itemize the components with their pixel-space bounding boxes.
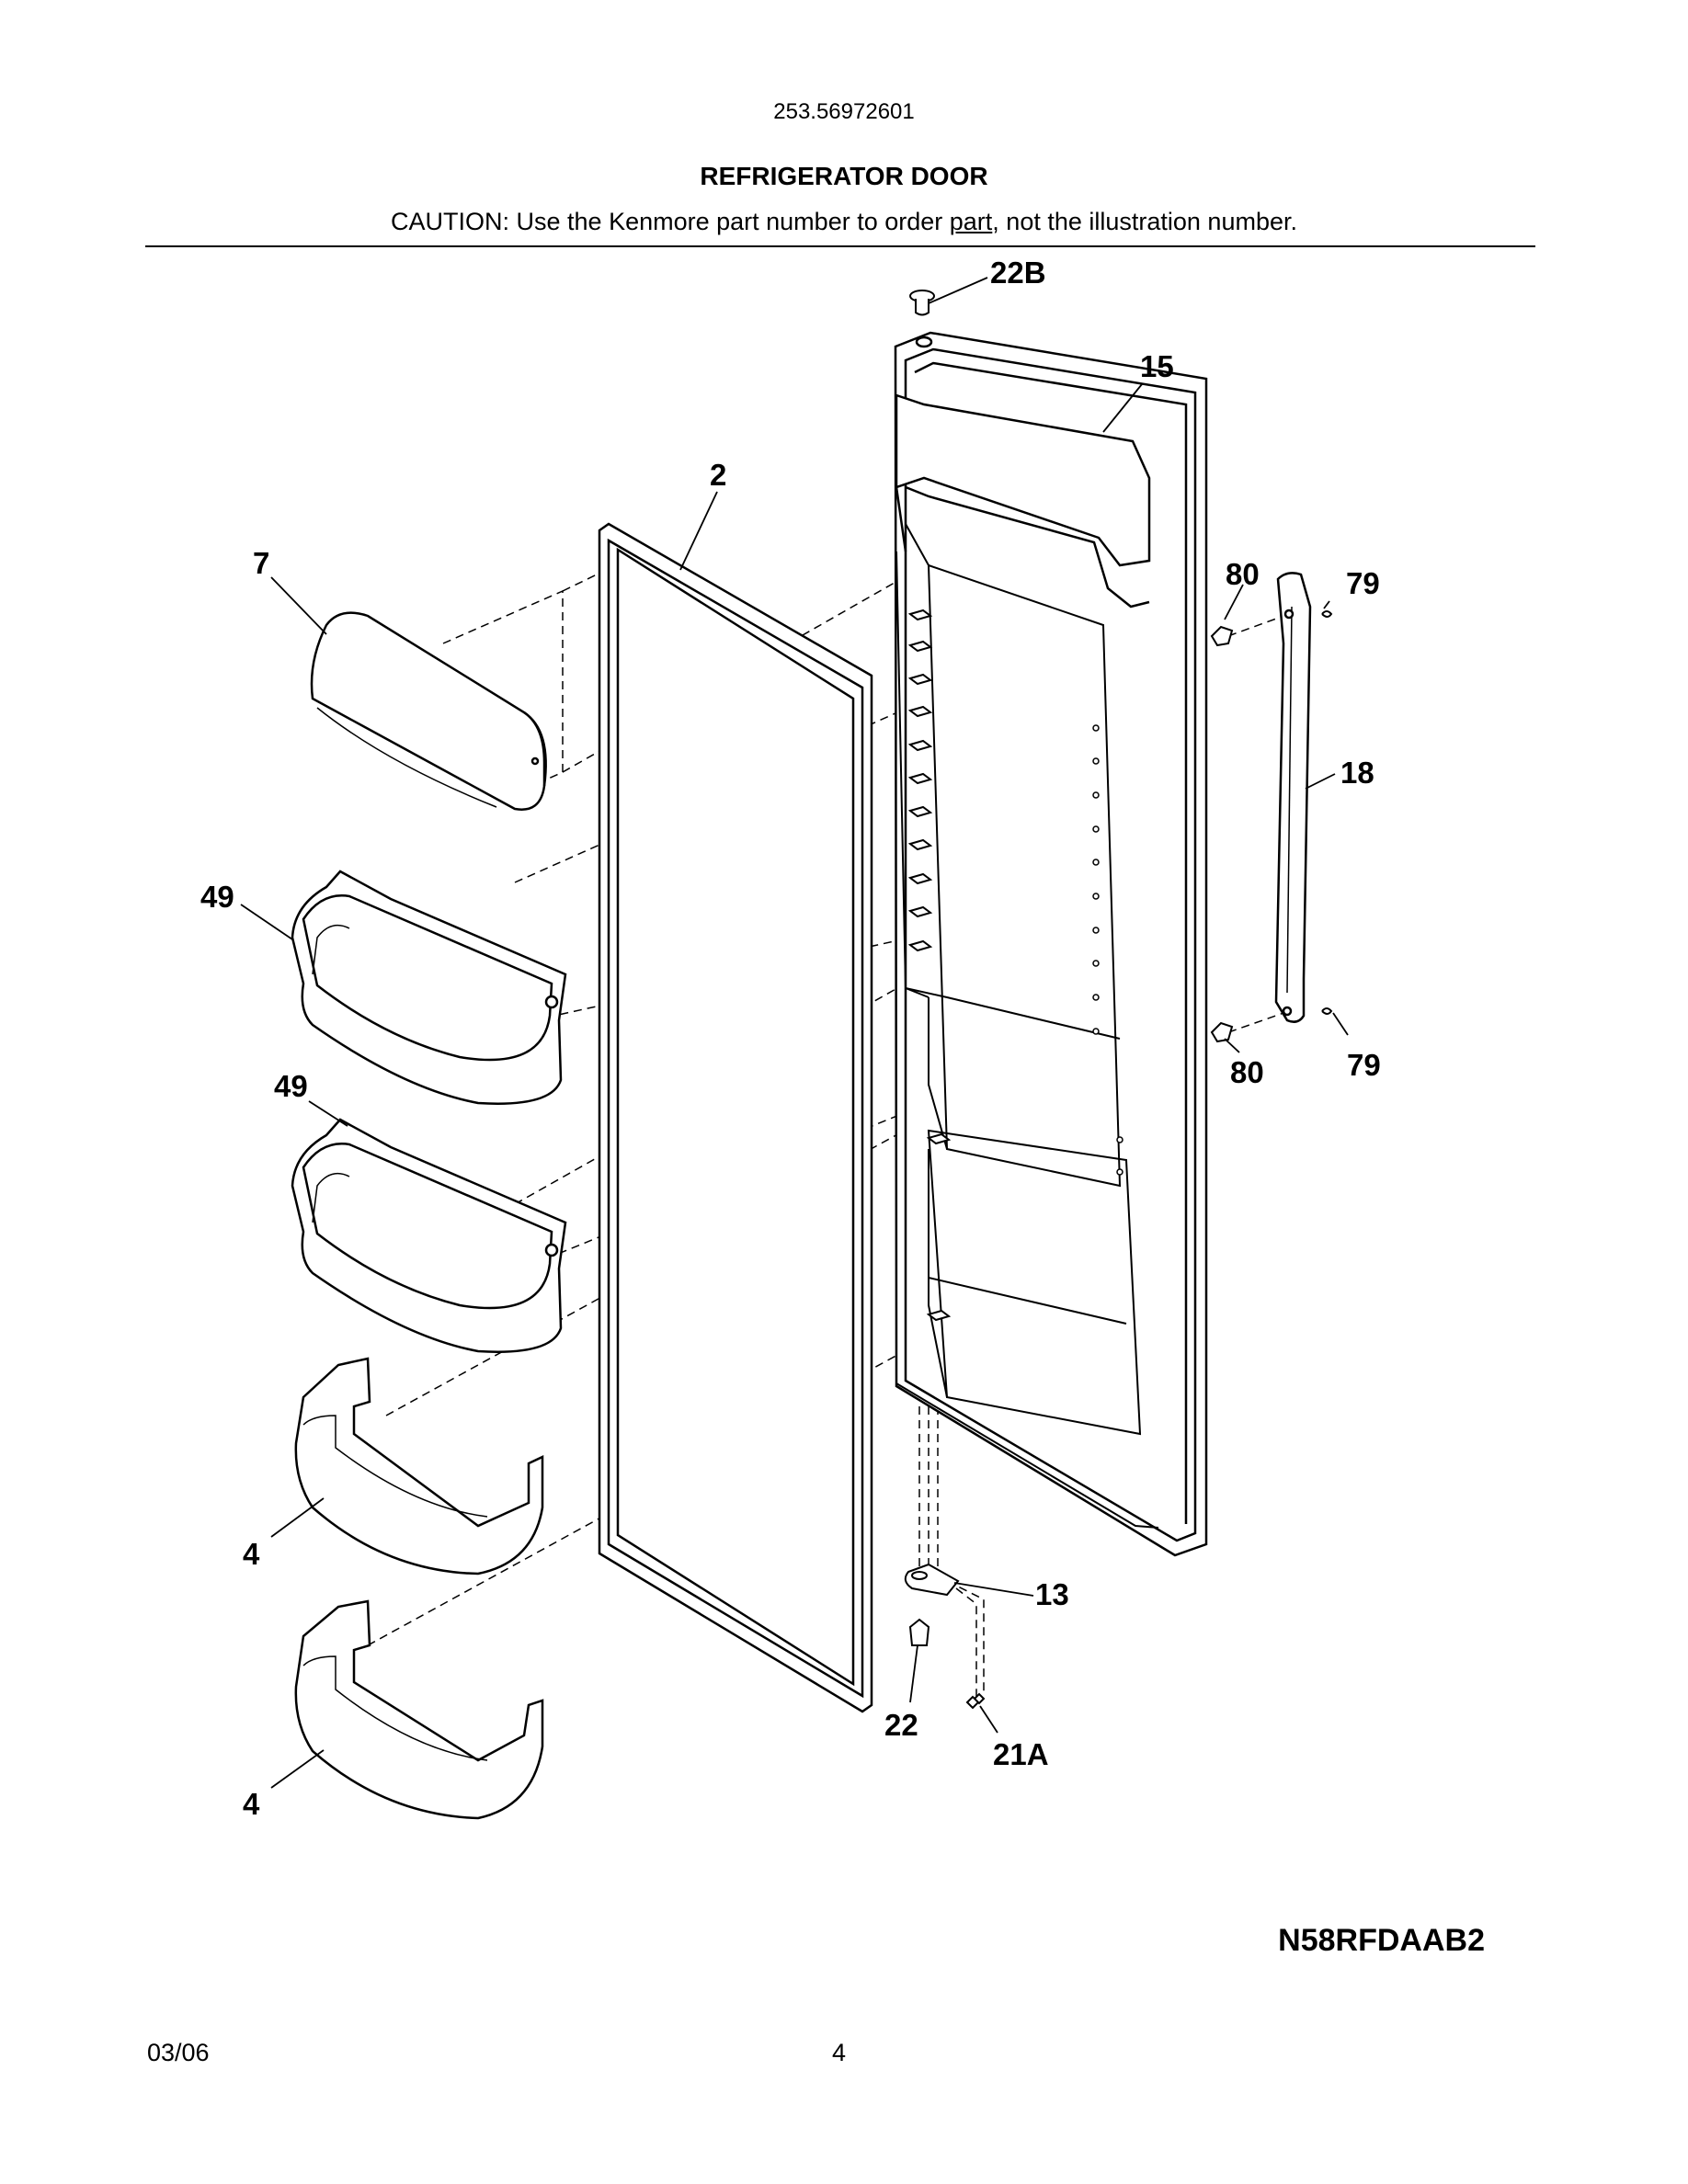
liner-holes <box>1092 724 1123 1176</box>
page-number: 4 <box>832 2039 847 2066</box>
callout-2: 2 <box>710 458 726 492</box>
leader-lines <box>240 277 1349 1789</box>
callout-21a: 21A <box>993 1737 1049 1771</box>
door-shelf-lower-b <box>294 1599 544 1820</box>
callout-79-bottom: 79 <box>1347 1048 1381 1082</box>
callout-13: 13 <box>1035 1577 1069 1611</box>
callout-15: 15 <box>1140 349 1174 383</box>
callout-18: 18 <box>1340 756 1374 790</box>
diagram-code: N58RFDAAB2 <box>1278 1923 1485 1958</box>
callout-49-upper: 49 <box>200 880 234 914</box>
callout-labels: 22B 15 2 7 80 79 18 49 49 80 79 4 4 13 2… <box>200 256 1381 1821</box>
callout-7: 7 <box>253 546 269 580</box>
door-shelf-lower-a <box>294 1357 544 1575</box>
callout-4-a: 4 <box>243 1537 260 1571</box>
model-number: 253.56972601 <box>773 99 915 124</box>
caution-prefix: CAUTION: Use the Kenmore part number to … <box>391 208 950 235</box>
door-gasket <box>598 522 873 1713</box>
callout-22: 22 <box>884 1708 918 1742</box>
door-handle <box>1274 572 1312 1023</box>
callout-80-top: 80 <box>1226 557 1260 591</box>
callout-49-middle: 49 <box>274 1069 308 1103</box>
dairy-compartment <box>310 611 547 811</box>
door-bin-upper <box>291 870 567 1105</box>
callout-80-bottom: 80 <box>1230 1055 1264 1089</box>
door-bin-middle <box>291 1118 567 1353</box>
callout-79-top: 79 <box>1346 566 1380 600</box>
hinge-hardware <box>904 1563 986 1710</box>
door-cap <box>909 290 935 316</box>
handle-hardware <box>1210 610 1333 1043</box>
caution-link: part <box>949 208 993 235</box>
callout-4-b: 4 <box>243 1787 260 1821</box>
caution-note: CAUTION: Use the Kenmore part number to … <box>0 208 1688 236</box>
page-title: REFRIGERATOR DOOR <box>700 162 988 190</box>
revision-date: 03/06 <box>147 2039 210 2066</box>
callout-22b: 22B <box>990 256 1046 290</box>
door-panel <box>894 331 1208 1557</box>
header-divider <box>145 245 1535 247</box>
caution-suffix: , not the illustration number. <box>992 208 1297 235</box>
